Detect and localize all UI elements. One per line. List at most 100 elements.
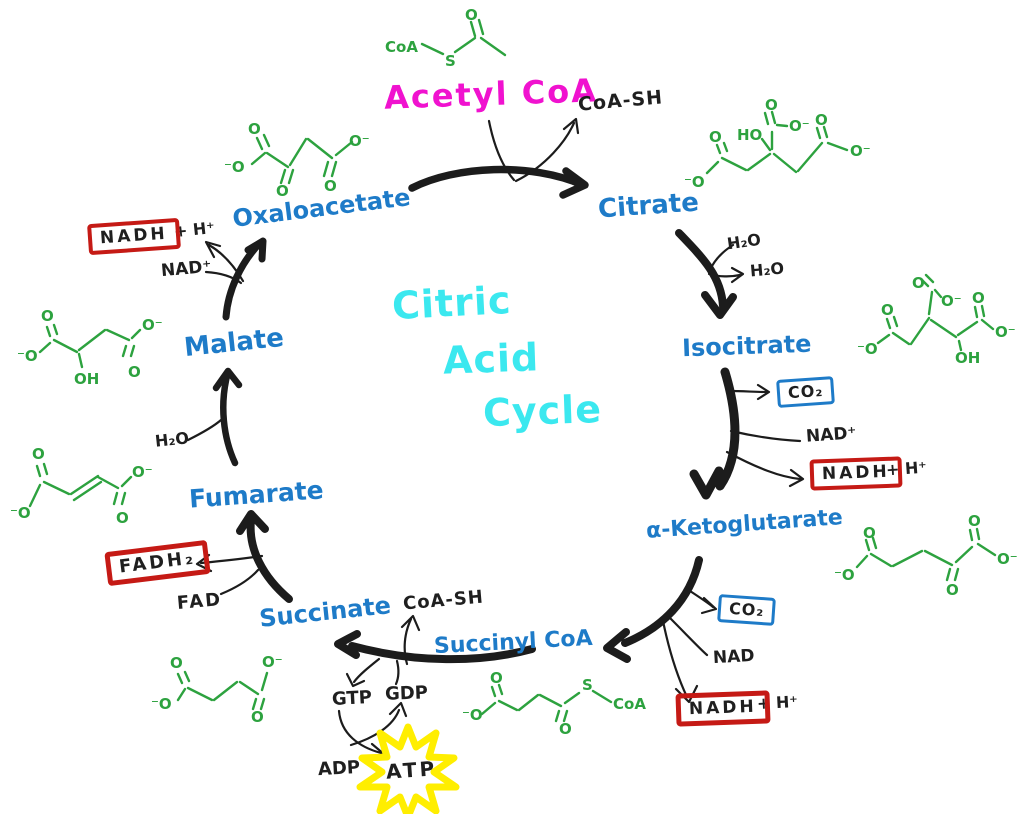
bonds — [420, 18, 507, 57]
atom: OH — [955, 349, 980, 367]
atom: O⁻ — [349, 132, 370, 150]
nadh-a-box: NADH — [809, 456, 903, 491]
arrow-to-nadh-b — [661, 619, 699, 704]
nadh-b-box: NADH — [675, 690, 771, 727]
h2o-c-label: H₂O — [154, 428, 190, 451]
atom: O — [251, 708, 264, 726]
atom: O — [972, 289, 985, 307]
atom: O — [863, 524, 876, 542]
atom-coa: CoA — [385, 38, 418, 56]
arrow-oxaloacetate-to-citrate — [408, 165, 589, 199]
line-h2o-in — [708, 243, 735, 272]
adp-label: ADP — [317, 756, 361, 781]
fadh2-text: FADH₂ — [117, 547, 197, 578]
atom: S — [582, 676, 593, 694]
arrow-ketoglutarate-to-succinylcoa — [603, 556, 703, 663]
nad-plus-c-label: NAD⁺ — [160, 256, 213, 282]
atom: O — [559, 720, 572, 738]
atom: O — [276, 182, 289, 200]
arrow-to-co2-a — [727, 383, 771, 401]
arrow-to-nadh-a — [725, 450, 805, 488]
atom-coa: CoA — [613, 695, 646, 713]
co2-a-text: CO₂ — [787, 380, 824, 403]
arrow-succinate-to-fumarate — [236, 510, 293, 603]
title-word-citric: Citric — [390, 277, 513, 329]
atom: O — [170, 654, 183, 672]
atom: HO — [737, 126, 762, 144]
atom: ⁻O — [17, 347, 38, 365]
atom: O — [248, 120, 261, 138]
atom: O⁻ — [995, 323, 1016, 341]
line-nad-b — [667, 615, 709, 657]
structure-ketoglutarate: O ⁻O O O O⁻ — [830, 510, 1024, 599]
atom: O — [709, 128, 722, 146]
bonds — [480, 683, 613, 723]
atp-label: ATP — [385, 756, 439, 784]
structure-oxaloacetate: O ⁻O O O O⁻ — [222, 112, 397, 200]
atom: ⁻O — [834, 566, 855, 584]
atom-o: O — [465, 6, 478, 24]
atom: OH — [74, 370, 99, 388]
bonds — [705, 110, 849, 175]
atp-starburst — [356, 723, 460, 814]
atom: O⁻ — [142, 316, 163, 334]
atom: O — [41, 307, 54, 325]
structure-citrate: O O⁻ HO O ⁻O O O⁻ — [678, 92, 878, 192]
line-fad — [219, 568, 260, 596]
atom: O — [968, 512, 981, 530]
atom: O — [128, 363, 141, 381]
nadh-b-text: NADH — [688, 696, 758, 720]
arrow-to-gtp — [345, 657, 381, 688]
structure-succinyl-coa: ⁻O O O S CoA — [455, 664, 655, 744]
nadh-a-text: NADH — [821, 461, 891, 485]
bonds — [250, 133, 354, 185]
co2-b-box: CO₂ — [717, 594, 777, 626]
atom: O — [881, 301, 894, 319]
arrow-fumarate-to-malate — [212, 367, 243, 467]
atom: ⁻O — [462, 706, 483, 724]
atom: O⁻ — [132, 463, 153, 481]
gdp-label: GDP — [384, 682, 429, 705]
structure-fumarate: O ⁻O O O⁻ — [8, 444, 153, 529]
title-word-acid: Acid — [442, 335, 540, 383]
atom: O⁻ — [850, 142, 871, 160]
atom: ⁻O — [10, 504, 31, 522]
structure-isocitrate: O O⁻ O ⁻O O O⁻ OH — [855, 262, 1024, 377]
atom: O — [765, 96, 778, 114]
atom: ⁻O — [857, 340, 878, 358]
atom: O — [912, 274, 925, 292]
line-nad-c — [204, 270, 243, 285]
co2-a-box: CO₂ — [776, 376, 836, 408]
bonds — [855, 527, 997, 582]
nad-plus-a-label: NAD⁺ — [805, 423, 858, 447]
arrow-to-nadh-c — [204, 240, 245, 283]
arrow-to-co2-b — [685, 587, 718, 615]
co2-b-text: CO₂ — [728, 598, 766, 621]
atom: ⁻O — [224, 158, 245, 176]
arrow-to-coash-top — [514, 117, 580, 183]
line-acetylcoa-entry — [487, 119, 516, 182]
metabolite-acetyl-coa: Acetyl CoA — [383, 71, 599, 117]
atom: O⁻ — [997, 550, 1018, 568]
metabolite-isocitrate: Isocitrate — [681, 329, 812, 363]
gtp-label: GTP — [331, 686, 373, 711]
h2o-in-label: H₂O — [725, 229, 763, 254]
atom: O⁻ — [941, 292, 962, 310]
bonds — [876, 273, 995, 352]
metabolite-citrate: Citrate — [597, 187, 700, 225]
atom: O — [116, 509, 129, 527]
structure-succinate: O ⁻O O O⁻ — [148, 652, 288, 726]
arrow-to-coash-bottom — [400, 614, 421, 666]
arrow-h2o-out — [707, 266, 745, 284]
atom: O — [32, 445, 45, 463]
arrow-succinylcoa-to-succinate — [334, 630, 536, 664]
atom: O⁻ — [262, 653, 283, 671]
atp-star-shape — [356, 723, 460, 814]
atom: O — [946, 581, 959, 599]
bonds — [28, 462, 133, 508]
line-gdp — [394, 659, 400, 686]
nadh-c-text: NADH — [99, 223, 169, 249]
arrow-malate-to-oxaloacetate — [222, 237, 267, 321]
nadh-c-box: NADH — [87, 217, 181, 256]
